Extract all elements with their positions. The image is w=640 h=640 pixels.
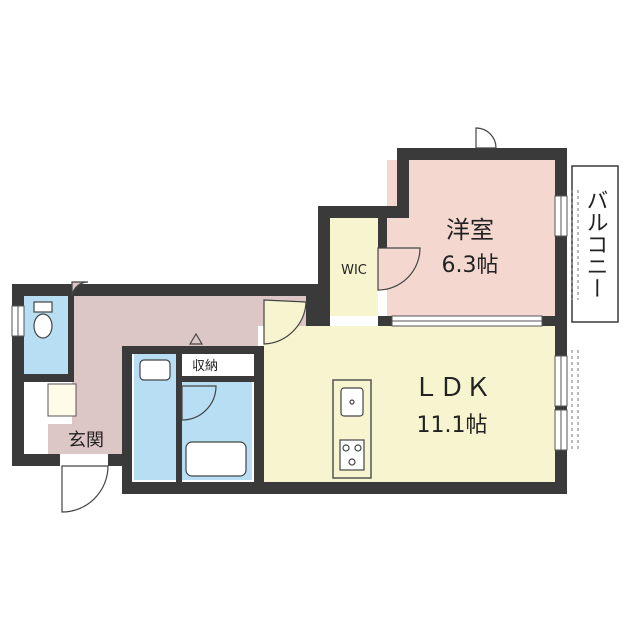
wall — [318, 206, 409, 218]
wall — [318, 206, 330, 326]
fixtures — [33, 301, 365, 477]
wall — [122, 482, 567, 494]
bathtub — [185, 441, 247, 477]
wic-floor — [330, 218, 378, 316]
door-swing — [263, 299, 307, 345]
western-room-size: 6.3帖 — [442, 253, 499, 278]
wall — [108, 454, 132, 466]
wall — [122, 346, 132, 494]
windows — [11, 195, 568, 451]
storage-mark — [188, 332, 204, 345]
wall — [182, 376, 254, 382]
wall — [306, 296, 318, 326]
toilet-bowl — [33, 313, 53, 339]
door-swing — [71, 281, 89, 297]
ldk-name: ＬＤＫ — [413, 373, 491, 403]
balcony-railing — [571, 190, 579, 450]
wall — [378, 218, 387, 248]
wall — [254, 346, 264, 482]
doors — [61, 127, 497, 513]
washbasin — [139, 359, 171, 381]
wall — [122, 346, 258, 354]
door-swing — [377, 247, 421, 291]
wall — [12, 454, 60, 466]
wall — [12, 284, 318, 296]
entrance-label: 玄関 — [68, 430, 104, 451]
shoe-box — [47, 383, 77, 417]
wall — [12, 374, 74, 382]
western-room-floor — [387, 160, 555, 316]
wic-label: WIC — [341, 263, 367, 278]
door-swing — [61, 465, 109, 513]
balcony-label: バルコニー — [583, 189, 608, 299]
wall — [176, 354, 182, 482]
wall — [397, 148, 409, 218]
wall — [68, 296, 74, 380]
storage-label: 収納 — [192, 359, 218, 374]
wall — [397, 148, 567, 160]
hall-floor — [72, 296, 310, 428]
toilet-tank — [33, 301, 53, 313]
western-room-name: 洋室 — [446, 216, 494, 244]
door-swing — [475, 127, 497, 149]
door-swing — [181, 385, 217, 421]
labels: 洋室 6.3帖 WIC ＬＤＫ 11.1帖 収納 玄関 バルコニー — [68, 189, 608, 451]
ldk-floor — [264, 326, 555, 482]
ldk-size: 11.1帖 — [417, 413, 488, 438]
entrance-floor — [48, 424, 126, 454]
storage-floor — [182, 354, 228, 378]
